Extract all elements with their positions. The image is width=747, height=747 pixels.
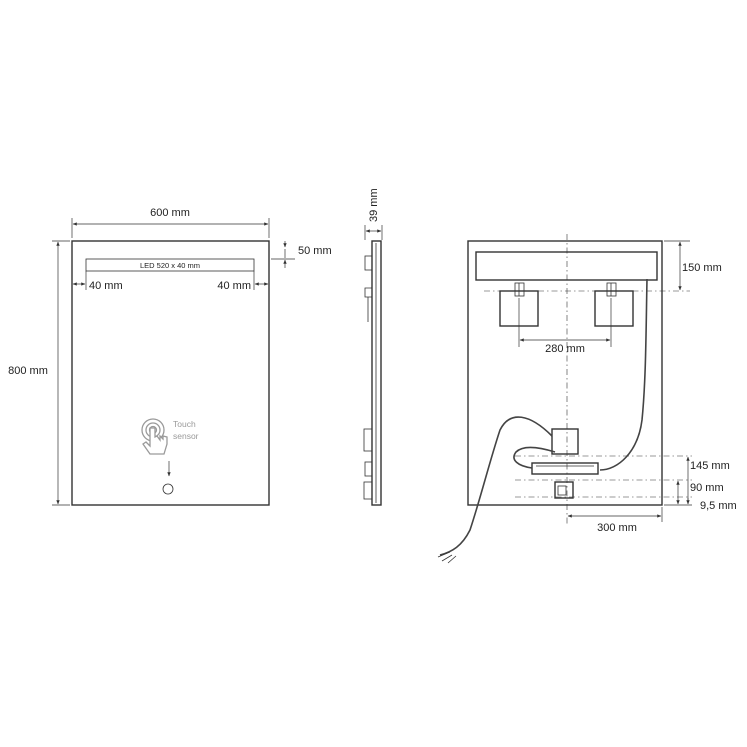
height-label: 800 mm [8, 365, 48, 377]
depth-dimension: 39 mm [364, 188, 383, 240]
led-height-dimension: 150 mm [484, 240, 722, 292]
bracket-spacing-label: 280 mm [545, 343, 585, 355]
right-hanging-bracket [594, 282, 634, 327]
width-dimension: 600 mm [71, 207, 270, 238]
mirror-front-outline [71, 240, 270, 506]
touch-sensor-label-line2: sensor [173, 431, 199, 441]
led-left-margin-label: 40 mm [89, 280, 123, 292]
led-top-offset-dimension: 50 mm [271, 241, 332, 268]
depth-label: 39 mm [368, 188, 380, 222]
side-driver [364, 461, 373, 477]
back-view: 150 mm 280 mm [437, 234, 737, 564]
side-cable-box [363, 428, 373, 452]
junction-cable-lower [513, 446, 556, 469]
side-bracket-top [364, 287, 372, 298]
mirror-back-outline [467, 240, 663, 506]
led-right-margin-dimension: 40 mm [217, 271, 269, 292]
led-right-margin-label: 40 mm [217, 280, 251, 292]
dim-9-5-label: 9,5 mm [700, 500, 737, 512]
led-left-margin-dimension: 40 mm [72, 271, 123, 292]
power-connector [554, 481, 574, 499]
dim-300-dimension: 300 mm [567, 507, 663, 534]
height-dimension: 800 mm [8, 240, 70, 506]
width-label: 600 mm [150, 207, 190, 219]
loose-wire-ends [437, 551, 457, 564]
dim-145-label: 145 mm [690, 460, 730, 472]
led-driver [531, 462, 599, 475]
back-led-housing [475, 251, 658, 281]
touch-sensor-label-line1: Touch [173, 419, 196, 429]
bracket-spacing-dimension: 280 mm [518, 298, 612, 355]
dim-300-label: 300 mm [597, 522, 637, 534]
front-view: 600 mm 800 mm 50 mm LED 520 x 40 mm 40 m… [8, 207, 332, 506]
right-vertical-dimensions: 145 mm 90 mm 9,5 mm [515, 455, 737, 512]
led-cable [599, 278, 648, 471]
junction-box [551, 428, 579, 455]
touch-hand-icon [141, 418, 168, 455]
touch-sensor-button [162, 483, 174, 495]
side-view: 39 mm [363, 188, 383, 506]
led-strip-label: LED 520 x 40 mm [140, 261, 200, 270]
mirror-side-outline [371, 240, 382, 506]
led-strip [85, 258, 255, 272]
junction-cable-upper [439, 416, 553, 556]
side-led-housing [364, 255, 373, 271]
led-top-offset-label: 50 mm [298, 245, 332, 257]
dim-90-label: 90 mm [690, 482, 724, 494]
side-bottom-box [363, 481, 373, 500]
led-height-label: 150 mm [682, 262, 722, 274]
